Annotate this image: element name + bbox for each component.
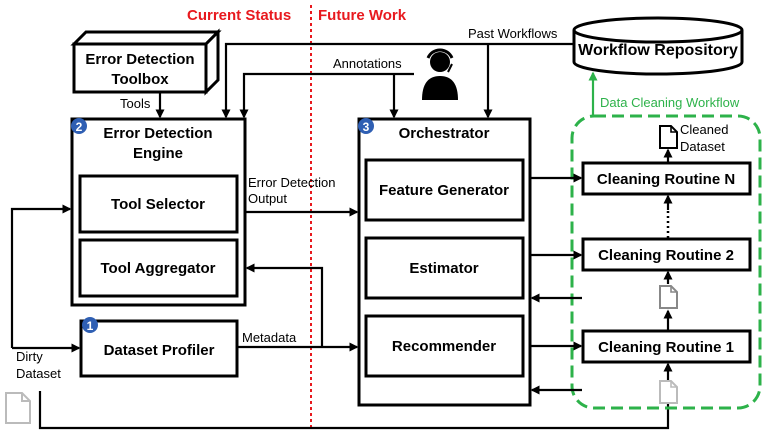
orchestrator-label: Orchestrator bbox=[399, 125, 490, 142]
document-icon bbox=[659, 285, 678, 309]
dirty-dataset-label-line2: Dataset bbox=[16, 366, 61, 381]
svg-text:Error Detection: Error Detection bbox=[248, 175, 335, 190]
annotator-person-icon bbox=[422, 48, 458, 100]
workflow-repository: Workflow Repository bbox=[572, 16, 744, 76]
tool-selector-box bbox=[78, 174, 239, 234]
badge-1-label: 1 bbox=[87, 319, 94, 333]
ed-output-label-line1: Error Detection bbox=[248, 175, 335, 190]
estimator-label: Estimator bbox=[409, 260, 478, 277]
svg-text:Dataset: Dataset bbox=[680, 139, 725, 154]
toolbox-icon bbox=[70, 30, 222, 46]
cleaned-dataset-label-line1: Cleaned bbox=[680, 122, 728, 137]
cleaned-dataset-label-line2: Dataset bbox=[680, 139, 725, 154]
svg-text:Cleaned: Cleaned bbox=[680, 122, 728, 137]
svg-text:Output: Output bbox=[248, 191, 287, 206]
badge-3 bbox=[358, 118, 374, 134]
dataset-profiler: 1 Dataset Profiler bbox=[79, 317, 239, 378]
engine-label-line1: Error Detection bbox=[103, 125, 212, 142]
toolbox-label-line1: Error Detection bbox=[85, 51, 194, 68]
current-status-label: Current Status bbox=[187, 7, 291, 24]
tool-selector-label: Tool Selector bbox=[111, 196, 205, 213]
cleaning-routine-n-label: Cleaning Routine N bbox=[597, 171, 735, 188]
future-work-label: Future Work bbox=[318, 7, 407, 24]
estimator-box bbox=[364, 236, 525, 300]
badge-2 bbox=[71, 118, 87, 134]
orchestrator: 3 Orchestrator Feature Generator Estimat… bbox=[357, 117, 532, 407]
data-cleaning-workflow-frame bbox=[570, 114, 762, 410]
ed-output-label-line2: Output bbox=[248, 191, 287, 206]
tool-aggregator-box bbox=[78, 238, 239, 298]
error-detection-engine: 2 Error Detection Engine Tool Selector T… bbox=[70, 117, 247, 307]
cleaning-routine-1-label: Cleaning Routine 1 bbox=[598, 339, 734, 356]
dataset-profiler-label: Dataset Profiler bbox=[104, 342, 215, 359]
feature-generator-box bbox=[364, 158, 525, 222]
badge-3-label: 3 bbox=[363, 120, 370, 134]
document-icon bbox=[5, 392, 31, 424]
svg-text:Engine: Engine bbox=[133, 145, 183, 162]
tools-label: Tools bbox=[120, 96, 151, 111]
svg-text:Dataset: Dataset bbox=[16, 366, 61, 381]
annotations-label: Annotations bbox=[333, 56, 402, 71]
toolbox-label-line2: Toolbox bbox=[111, 71, 169, 88]
svg-text:Dirty: Dirty bbox=[16, 349, 43, 364]
tool-aggregator-label: Tool Aggregator bbox=[101, 260, 216, 277]
badge-2-label: 2 bbox=[76, 120, 83, 134]
cleaning-routine-2-label: Cleaning Routine 2 bbox=[598, 247, 734, 264]
svg-text:Error Detection: Error Detection bbox=[103, 125, 212, 142]
dirty-dataset-label-line1: Dirty bbox=[16, 349, 43, 364]
past-workflows-label: Past Workflows bbox=[468, 26, 558, 41]
svg-text:Error Detection: Error Detection bbox=[85, 51, 194, 68]
feature-generator-label: Feature Generator bbox=[379, 182, 509, 199]
badge-1 bbox=[82, 317, 98, 333]
document-icon bbox=[659, 125, 678, 149]
workflow-repository-label: Workflow Repository bbox=[578, 42, 738, 59]
cleaning-routine-2-box bbox=[581, 237, 752, 272]
recommender-box bbox=[364, 314, 525, 378]
cleaning-routine-n-box bbox=[581, 161, 752, 196]
engine-label-line2: Engine bbox=[133, 145, 183, 162]
cleaning-routine-1-box bbox=[581, 329, 752, 364]
document-icon bbox=[659, 380, 678, 404]
recommender-label: Recommender bbox=[392, 338, 496, 355]
svg-text:Toolbox: Toolbox bbox=[111, 71, 169, 88]
metadata-label: Metadata bbox=[242, 330, 297, 345]
data-cleaning-workflow-label: Data Cleaning Workflow bbox=[600, 95, 740, 110]
error-detection-toolbox: Error Detection Toolbox bbox=[70, 28, 222, 96]
